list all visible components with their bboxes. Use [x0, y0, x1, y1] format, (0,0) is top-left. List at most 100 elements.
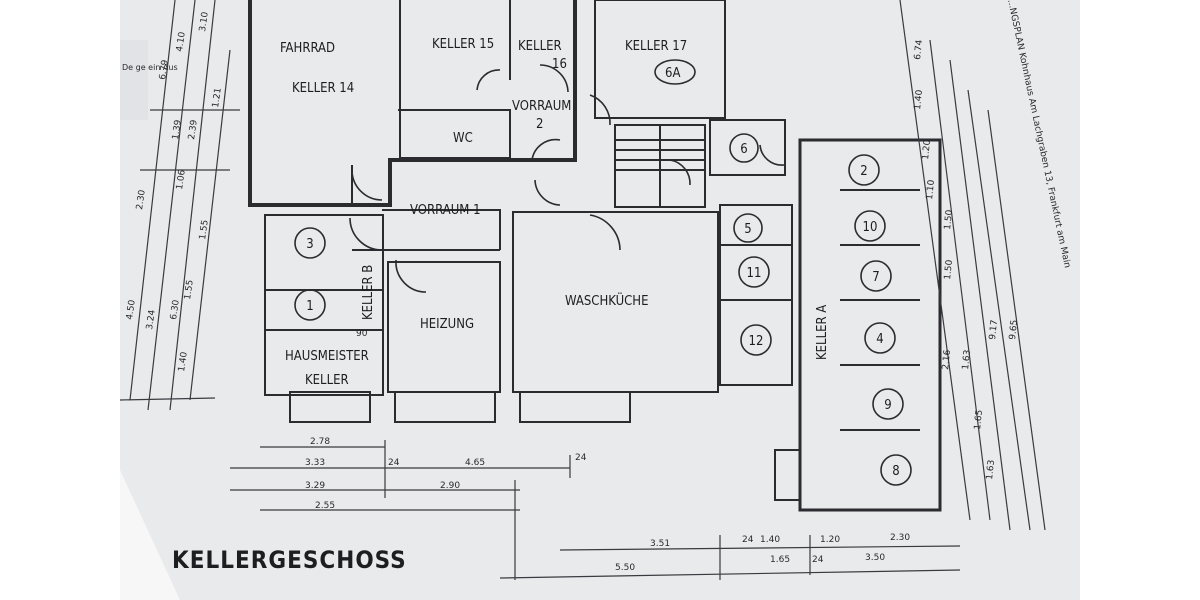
room-labels: FAHRRAD KELLER 14 KELLER 15 KELLER 16 KE… [280, 37, 830, 388]
compartment-12-circle [740, 324, 772, 356]
svg-text:1.40: 1.40 [177, 351, 190, 373]
room-waschkueche-label: WASCHKÜCHE [565, 292, 648, 309]
room-keller-b-label: KELLER B [361, 265, 376, 320]
compartment-1: 1 [306, 299, 313, 314]
svg-text:3.50: 3.50 [865, 553, 885, 563]
room-vorraum-1-label: VORRAUM 1 [410, 203, 481, 218]
svg-text:1.21: 1.21 [211, 87, 224, 108]
floor-plan-drawing: De ge ein Aus [120, 0, 1080, 600]
room-wc-label: WC [453, 131, 473, 146]
compartment-6-circle [729, 133, 759, 163]
svg-text:1.55: 1.55 [198, 219, 211, 240]
room-vorraum-2-label: VORRAUM [512, 99, 571, 114]
compartment-11-circle [738, 256, 770, 288]
room-keller-17-note: 6A [665, 66, 680, 81]
svg-text:2.30: 2.30 [890, 533, 910, 543]
paper-sheet [120, 0, 1080, 600]
compartment-numbers: 3 1 6 2 5 10 11 7 12 4 9 8 [306, 142, 899, 479]
floor-plan-photo: De ge ein Aus [120, 0, 1080, 600]
svg-text:4.65: 4.65 [465, 458, 485, 468]
compartment-2-circle [848, 154, 880, 186]
svg-text:2.90: 2.90 [440, 481, 460, 491]
walls [248, 0, 942, 512]
room-keller-15-label: KELLER 15 [432, 37, 494, 52]
svg-text:9.17: 9.17 [988, 319, 1000, 340]
room-keller-16-number: 16 [552, 57, 567, 72]
svg-text:6.74: 6.74 [913, 39, 925, 60]
svg-text:1.50: 1.50 [943, 259, 955, 280]
room-keller-17-label: KELLER 17 [625, 39, 687, 54]
svg-text:6.79: 6.79 [158, 59, 171, 81]
svg-text:90: 90 [356, 329, 368, 339]
svg-text:3.24: 3.24 [145, 309, 158, 331]
compartment-11: 11 [747, 266, 762, 281]
compartment-4: 4 [876, 332, 883, 347]
compartment-10: 10 [863, 220, 878, 235]
compartment-3-circle [294, 227, 326, 259]
svg-text:2.30: 2.30 [135, 189, 148, 211]
room-fahrrad-label: FAHRRAD [280, 41, 335, 56]
svg-text:4.10: 4.10 [175, 31, 188, 53]
compartment-8-circle [880, 454, 912, 486]
compartment-9-circle [872, 388, 904, 420]
svg-text:2.39: 2.39 [187, 119, 200, 141]
svg-text:5.50: 5.50 [615, 563, 635, 573]
svg-text:9.65: 9.65 [1008, 319, 1020, 340]
svg-text:4.50: 4.50 [125, 299, 138, 321]
compartment-5: 5 [744, 222, 751, 237]
svg-text:24: 24 [575, 453, 587, 463]
svg-text:1.63: 1.63 [985, 459, 997, 480]
dimension-lines-bottom [230, 440, 961, 580]
svg-text:24: 24 [812, 555, 824, 565]
compartment-6: 6 [740, 142, 747, 157]
compartment-3: 3 [306, 237, 313, 252]
svg-text:1.20: 1.20 [820, 535, 840, 545]
room-heizung-label: HEIZUNG [420, 317, 474, 332]
svg-text:3.29: 3.29 [305, 481, 325, 491]
dimension-numbers: 6.79 4.10 3.10 1.39 2.39 1.21 1.06 2.30 … [125, 11, 1020, 573]
room-keller-a-label: KELLER A [815, 305, 830, 360]
room-hausmeister-label: HAUSMEISTER [285, 349, 369, 364]
compartment-7: 7 [872, 270, 879, 285]
door-swings [349, 64, 785, 293]
compartment-8: 8 [892, 464, 899, 479]
compartment-4-circle [864, 322, 896, 354]
scrap-text: De ge ein Aus [122, 63, 178, 72]
svg-text:24: 24 [388, 458, 400, 468]
svg-text:1.20: 1.20 [921, 139, 933, 160]
svg-text:1.55: 1.55 [183, 279, 196, 300]
dimension-lines-left [120, 0, 240, 411]
svg-text:1.50: 1.50 [943, 209, 955, 230]
compartment-circles [294, 59, 912, 486]
compartment-1-circle [294, 289, 326, 321]
paper-corner [120, 470, 180, 600]
compartment-9: 9 [884, 398, 891, 413]
svg-text:6.30: 6.30 [169, 299, 182, 321]
compartment-10-circle [854, 210, 886, 242]
svg-text:2.16: 2.16 [941, 349, 953, 370]
svg-text:3.51: 3.51 [650, 539, 670, 549]
svg-text:2.55: 2.55 [315, 501, 335, 511]
room-keller-14-label: KELLER 14 [292, 81, 354, 96]
svg-text:2.78: 2.78 [310, 437, 330, 447]
svg-text:1.06: 1.06 [175, 169, 188, 191]
svg-text:1.65: 1.65 [770, 555, 790, 565]
compartment-7-circle [860, 260, 892, 292]
compartment-2: 2 [860, 164, 867, 179]
room-keller-16-label: KELLER [518, 39, 562, 54]
svg-text:3.33: 3.33 [305, 458, 325, 468]
svg-text:1.39: 1.39 [171, 119, 184, 141]
svg-text:1.40: 1.40 [913, 89, 925, 110]
svg-text:3.10: 3.10 [198, 11, 211, 33]
svg-text:1.65: 1.65 [973, 409, 985, 430]
compartment-5-circle [733, 213, 763, 243]
svg-text:1.40: 1.40 [760, 535, 780, 545]
note-6a-oval [654, 59, 696, 85]
room-hausmeister-keller-label: KELLER [305, 373, 349, 388]
paper-scrap: De ge ein Aus [120, 40, 178, 120]
svg-text:1.10: 1.10 [925, 179, 937, 200]
room-vorraum-2-number: 2 [536, 117, 543, 132]
svg-text:24: 24 [742, 535, 754, 545]
svg-text:1.63: 1.63 [961, 349, 973, 370]
drawing-title: KELLERGESCHOSS [172, 546, 407, 574]
